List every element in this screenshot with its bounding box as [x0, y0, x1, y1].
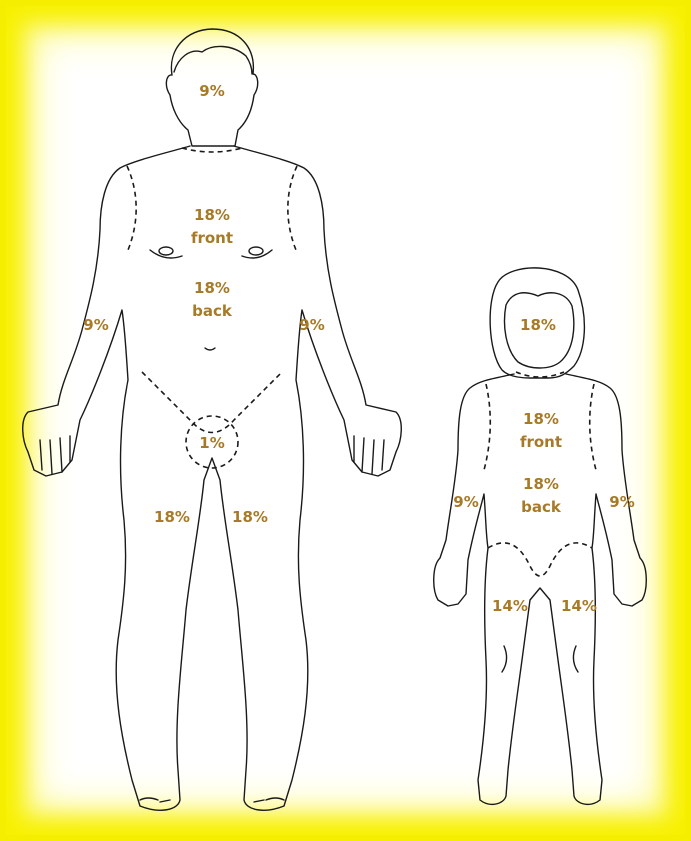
adult-head-label: 9%: [199, 82, 224, 100]
child-figure: 18% 18% front 18% back 9% 9% 14% 14%: [434, 268, 647, 804]
child-left-shoulder-dash: [590, 384, 596, 470]
adult-figure: 9% 18% front 18% back 9% 9% 1% 18% 18%: [23, 29, 402, 810]
adult-navel: [205, 348, 215, 350]
adult-chest-front-label: front: [191, 229, 233, 247]
child-left-arm-label: 9%: [609, 493, 634, 511]
adult-left-arm-label: 9%: [299, 316, 324, 334]
adult-right-leg-label: 18%: [154, 508, 190, 526]
adult-hair-outline: [174, 46, 252, 74]
adult-left-shoulder-dash: [288, 166, 297, 250]
adult-left-foot: [254, 798, 284, 802]
child-right-arm-label: 9%: [453, 493, 478, 511]
adult-chest-line: [150, 250, 272, 258]
child-chest-front-label: front: [520, 433, 562, 451]
child-right-leg-label: 14%: [492, 597, 528, 615]
adult-right-shoulder-dash: [127, 166, 136, 250]
child-right-shoulder-dash: [484, 384, 490, 470]
child-head-label: 18%: [520, 316, 556, 334]
adult-chest-label: 18%: [194, 206, 230, 224]
adult-groin-label: 1%: [199, 434, 224, 452]
child-back-label: 18%: [523, 475, 559, 493]
child-left-leg-label: 14%: [561, 597, 597, 615]
adult-left-leg-label: 18%: [232, 508, 268, 526]
child-back-word-label: back: [521, 498, 562, 516]
child-hip-dash: [488, 543, 592, 576]
child-knee-marks: [502, 646, 578, 672]
adult-left-nipple: [249, 247, 263, 255]
adult-right-nipple: [159, 247, 173, 255]
child-chest-label: 18%: [523, 410, 559, 428]
adult-back-word-label: back: [192, 302, 233, 320]
adult-neck-dash: [182, 148, 242, 152]
adult-back-label: 18%: [194, 279, 230, 297]
adult-right-foot: [140, 798, 170, 802]
child-neck-dash: [516, 372, 564, 377]
adult-groin-dash: [142, 372, 282, 433]
adult-right-arm-label: 9%: [83, 316, 108, 334]
